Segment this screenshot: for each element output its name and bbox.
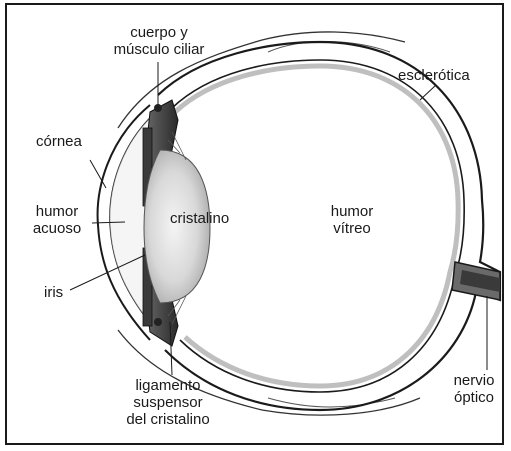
label-cuerpo-musculo-ciliar: cuerpo y músculo ciliar [104, 24, 214, 58]
label-cornea: córnea [36, 133, 82, 150]
leader-esclerotica [420, 85, 436, 100]
label-humor-acuoso: humor acuoso [22, 203, 92, 237]
label-humor-vitreo: humor vítreo [320, 203, 384, 237]
ciliary-marker-lower [154, 318, 162, 326]
label-cristalino: cristalino [170, 210, 229, 227]
label-nervio-optico: nervio óptico [446, 372, 502, 406]
label-esclerotica: esclerótica [398, 67, 470, 84]
label-ligamento-suspensor: ligamento suspensor del cristalino [108, 377, 228, 428]
label-iris: iris [44, 284, 63, 301]
